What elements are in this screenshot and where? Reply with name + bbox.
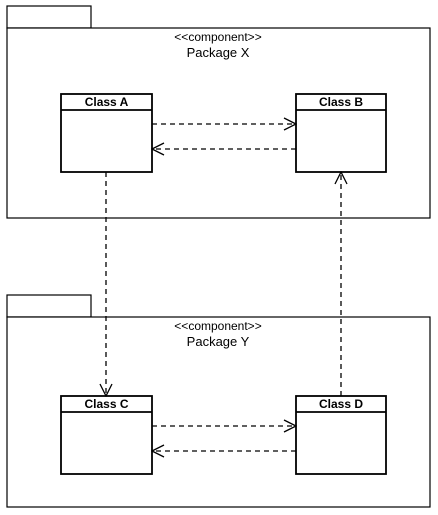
class-d-box <box>295 395 387 475</box>
package-y-stereotype: <<component>> <box>174 319 261 333</box>
package-x-stereotype: <<component>> <box>174 30 261 44</box>
package-x-name: Package X <box>187 45 250 60</box>
class-c[interactable]: Class C <box>60 395 153 475</box>
class-d[interactable]: Class D <box>295 395 387 475</box>
class-d-label: Class D <box>319 397 363 411</box>
package-x-tab <box>6 5 92 29</box>
class-c-box <box>60 395 153 475</box>
class-a-box <box>60 93 153 173</box>
class-c-label: Class C <box>84 397 128 411</box>
class-b[interactable]: Class B <box>295 93 387 173</box>
package-y-name: Package Y <box>187 334 250 349</box>
class-b-label: Class B <box>319 95 363 109</box>
class-a-label: Class A <box>85 95 129 109</box>
package-y-tab <box>6 294 92 318</box>
class-a[interactable]: Class A <box>60 93 153 173</box>
class-b-box <box>295 93 387 173</box>
